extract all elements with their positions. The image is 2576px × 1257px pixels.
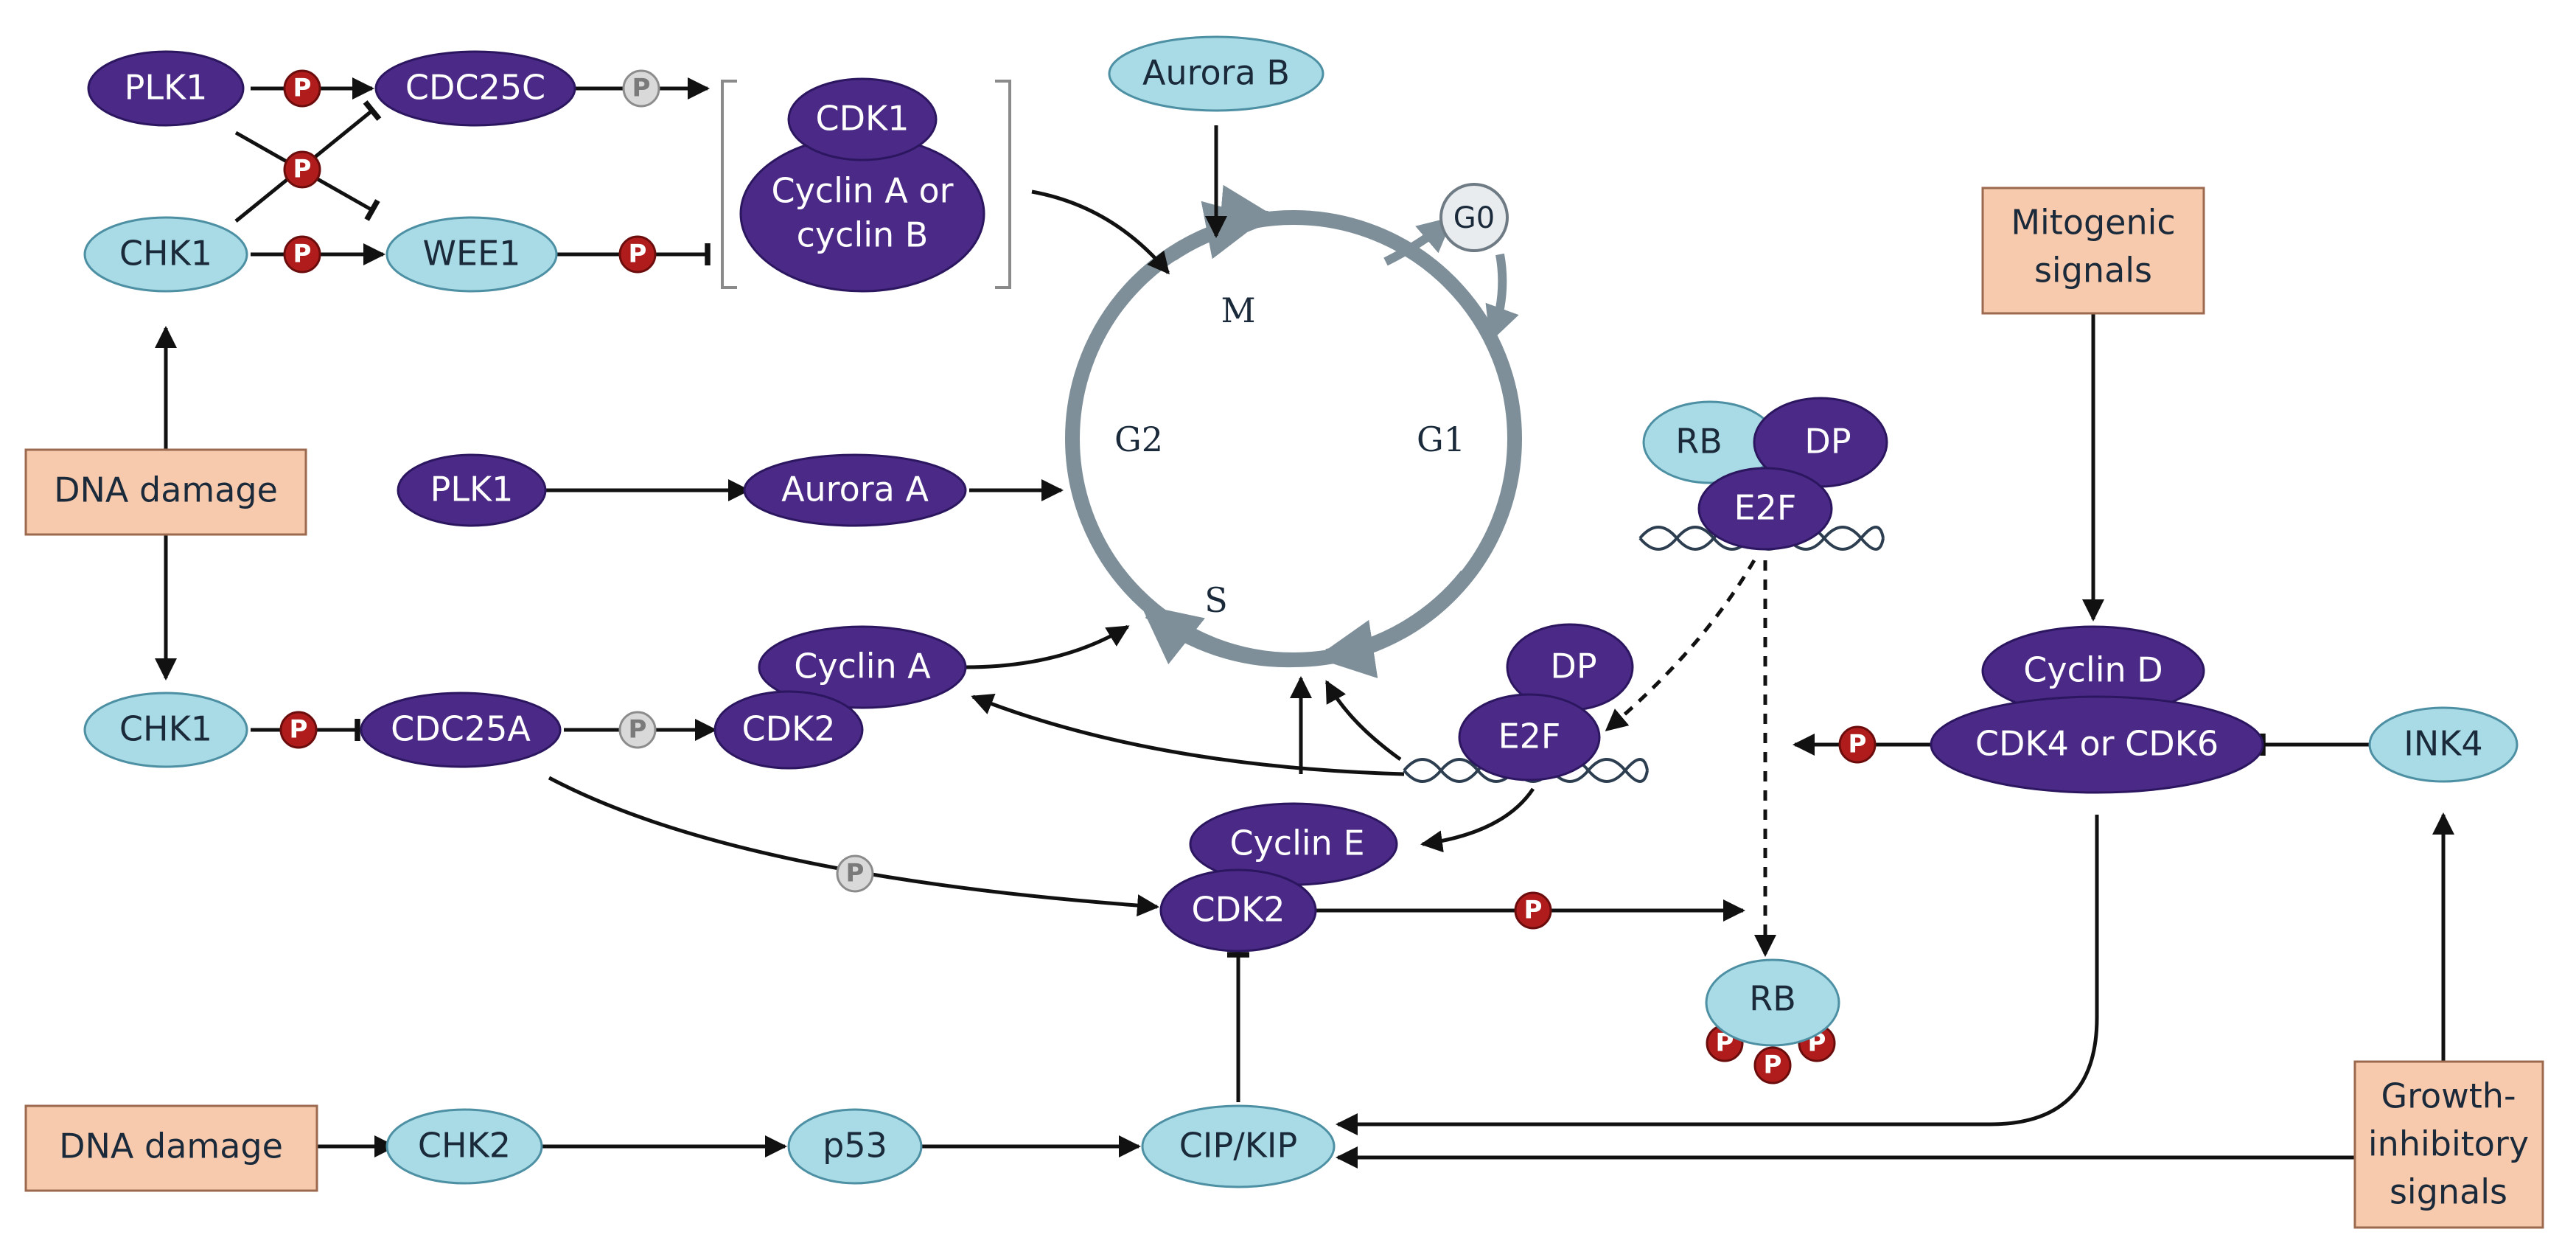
- dp-top-label: DP: [1804, 422, 1851, 462]
- phase-g2-label: G2: [1114, 419, 1163, 459]
- svg-text:P: P: [293, 74, 312, 103]
- cyclin-a-label: Cyclin A: [794, 647, 931, 686]
- mitogenic-label-2: signals: [2034, 251, 2152, 290]
- aurora-b-node: [1108, 35, 1324, 112]
- phospho-markers: P P P P P P P P P P P P P: [279, 69, 1877, 1084]
- dna-damage-left-label: DNA damage: [54, 470, 278, 510]
- plk1-mid-label: PLK1: [430, 470, 514, 509]
- svg-text:P: P: [629, 240, 647, 269]
- rb-phospho-label: RB: [1749, 979, 1796, 1019]
- phospho-plk1-cdc25c: P: [283, 69, 321, 108]
- cdk4-or-cdk6-node: [1930, 695, 2264, 794]
- chk1-top-label: CHK1: [119, 234, 212, 274]
- dna-damage-bottom-box: [24, 1104, 318, 1192]
- ink4-label: INK4: [2404, 724, 2482, 764]
- rb-phospho-node: [1705, 958, 1840, 1047]
- cip-kip-label: CIP/KIP: [1179, 1126, 1297, 1166]
- g0-node: [1439, 183, 1509, 252]
- svg-text:P: P: [1524, 896, 1543, 925]
- svg-text:P: P: [293, 155, 312, 184]
- chk2-node: [385, 1108, 543, 1185]
- phospho-cdc25a-cdk2: P: [618, 711, 657, 749]
- wee1-node: [385, 216, 558, 293]
- phase-s-label: S: [1204, 580, 1228, 620]
- chk1-mid-label: CHK1: [119, 709, 212, 749]
- p53-node: [787, 1108, 923, 1185]
- cdk2-e-label: CDK2: [1192, 890, 1285, 930]
- cyclin-e-label: Cyclin E: [1229, 824, 1364, 863]
- svg-text:P: P: [293, 240, 312, 269]
- cdk1-node: [787, 77, 938, 161]
- g0-label: G0: [1453, 201, 1495, 235]
- dna-damage-left-box: [24, 448, 307, 536]
- phospho-chk1-wee1: P: [283, 235, 321, 274]
- e2f-mid-node: [1458, 693, 1601, 781]
- cell-cycle-ring: [1065, 184, 1522, 678]
- ink4-node: [2368, 706, 2519, 783]
- dna-damage-bottom-label: DNA damage: [59, 1127, 283, 1166]
- cdk2-a-node: [713, 690, 864, 770]
- aurora-b-label: Aurora B: [1142, 53, 1290, 93]
- cdk2-a-label: CDK2: [742, 709, 836, 749]
- chk1-mid-node: [83, 692, 248, 768]
- e2f-top-label: E2F: [1734, 488, 1797, 528]
- growth-inhibitory-box: [2353, 1060, 2544, 1229]
- dp-mid-label: DP: [1550, 647, 1596, 686]
- cdk2-e-node: [1159, 868, 1317, 953]
- aurora-a-label: Aurora A: [781, 470, 929, 509]
- rb-top-label: RB: [1675, 422, 1722, 462]
- svg-text:P: P: [290, 715, 308, 745]
- phospho-cdk2-rb: P: [1514, 891, 1552, 930]
- phospho-cdk46-e2f: P: [1838, 725, 1877, 764]
- cdc25a-label: CDC25A: [391, 709, 531, 749]
- p53-label: p53: [823, 1126, 887, 1166]
- cdc25a-node: [360, 692, 562, 768]
- mitogenic-signals-box: [1981, 187, 2205, 315]
- growth-label-2: inhibitory: [2368, 1124, 2529, 1164]
- aurora-a-node: [743, 453, 967, 527]
- chk1-top-node: [83, 216, 248, 293]
- phospho-rb-2: P: [1753, 1046, 1792, 1084]
- phase-m-label: M: [1221, 290, 1255, 330]
- plk1-top-node: [87, 50, 245, 127]
- cdc25c-node: [374, 50, 576, 127]
- mitogenic-label-1: Mitogenic: [2011, 203, 2175, 243]
- svg-text:P: P: [846, 859, 865, 888]
- plk1-top-label: PLK1: [125, 68, 208, 108]
- cyclin-a-node: [758, 625, 967, 709]
- svg-text:P: P: [1849, 730, 1867, 759]
- phospho-cdc25a-cdk2e: P: [836, 854, 874, 893]
- phospho-cross: P: [283, 150, 321, 189]
- chk2-label: CHK2: [418, 1126, 511, 1166]
- svg-text:P: P: [1764, 1051, 1782, 1080]
- svg-text:P: P: [629, 715, 647, 745]
- cyclin-a-or-b-label-2: cyclin B: [797, 215, 929, 255]
- growth-label-1: Growth-: [2381, 1076, 2516, 1116]
- cdk1-label: CDK1: [816, 99, 910, 139]
- e2f-top-node: [1697, 467, 1833, 551]
- cdk4-or-cdk6-label: CDK4 or CDK6: [1975, 724, 2219, 764]
- cdc25c-label: CDC25C: [405, 68, 545, 108]
- cyclin-a-or-b-label-1: Cyclin A or: [771, 171, 953, 211]
- phospho-chk1-cdc25a: P: [279, 711, 318, 749]
- e2f-mid-label: E2F: [1498, 717, 1561, 756]
- plk1-mid-node: [397, 453, 547, 527]
- phospho-wee1-cdk1: P: [618, 235, 657, 274]
- cip-kip-node: [1141, 1104, 1336, 1188]
- wee1-label: WEE1: [423, 234, 521, 274]
- phospho-cdc25c-cdk1: P: [622, 69, 660, 108]
- phase-g1-label: G1: [1417, 419, 1465, 459]
- svg-text:P: P: [632, 74, 651, 103]
- cyclin-d-label: Cyclin D: [2023, 650, 2163, 690]
- growth-label-3: signals: [2390, 1172, 2507, 1212]
